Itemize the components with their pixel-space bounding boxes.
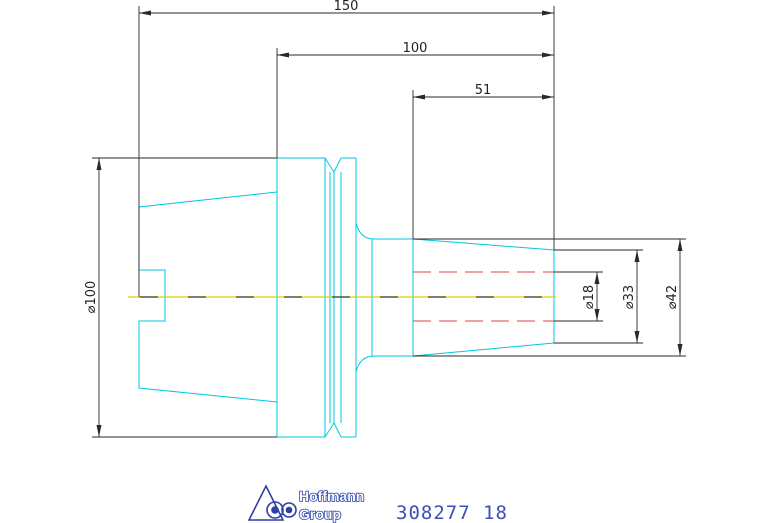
neck-fillet-top xyxy=(355,222,413,240)
dim-length-shank: 51 xyxy=(475,83,492,98)
nose-taper-top xyxy=(412,238,555,251)
nose-taper-bottom xyxy=(412,342,555,357)
dim-dia-bore: ⌀18 xyxy=(582,285,597,309)
v-groove-bottom xyxy=(324,421,356,438)
hoffmann-group-logo: Hoffmann Group xyxy=(247,484,365,523)
v-groove-top xyxy=(324,157,356,174)
dim-dia-nose-outer: ⌀42 xyxy=(665,285,680,309)
neck-fillet-bottom xyxy=(355,355,413,373)
tool-holder-outline xyxy=(138,157,555,438)
dim-length-mid: 100 xyxy=(403,41,428,56)
dim-length-overall: 150 xyxy=(334,0,359,14)
logo-mark-icon xyxy=(247,484,297,521)
part-number: 308277 18 xyxy=(396,502,508,523)
dimension-lines xyxy=(92,6,686,438)
logo-line-2: Group xyxy=(299,506,341,522)
dim-dia-flange: ⌀100 xyxy=(84,281,99,314)
hidden-bore xyxy=(413,271,554,322)
dim-dia-nose-inner: ⌀33 xyxy=(622,285,637,309)
logo-line-1: Hoffmann xyxy=(299,488,364,504)
dimension-arrows xyxy=(96,10,683,437)
